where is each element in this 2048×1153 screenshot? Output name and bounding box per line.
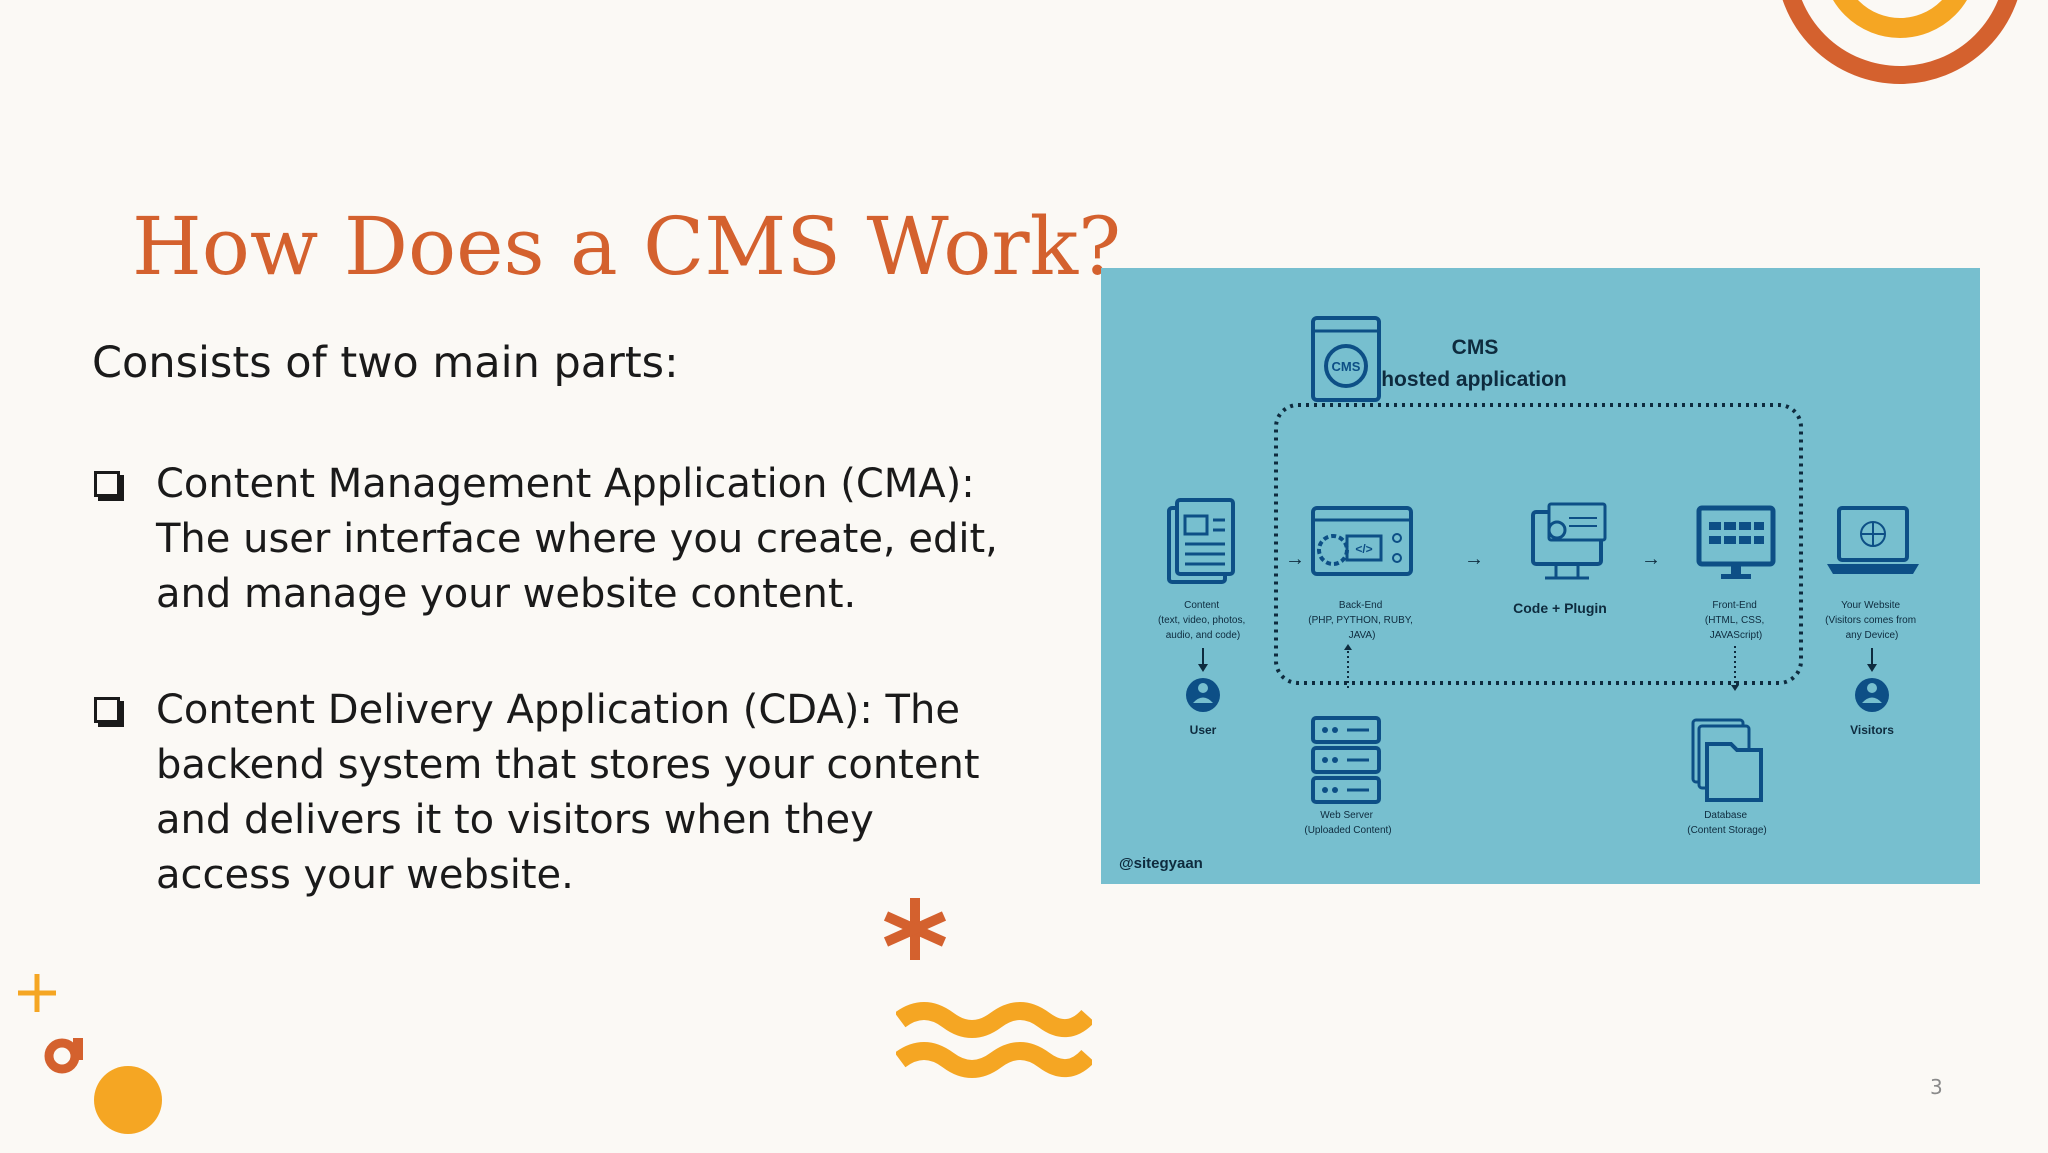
frontend-label-line: JAVAScript)	[1710, 630, 1762, 641]
checkbox-bullet-icon	[94, 471, 120, 497]
backend-label-line: Back-End	[1339, 600, 1382, 611]
user-icon	[1186, 678, 1220, 712]
cms-subtitle: hosted application	[1381, 368, 1567, 391]
credit-text: @sitegyaan	[1119, 855, 1203, 872]
wave-icon	[896, 1002, 1092, 1078]
ring-icon	[44, 1038, 83, 1074]
web-server-icon	[1311, 716, 1381, 804]
checkbox-bullet-icon	[94, 697, 120, 723]
arrow-right-icon: →	[1641, 548, 1661, 570]
user-label: User	[1190, 723, 1217, 737]
circle-icon	[94, 1066, 162, 1134]
asterisk-icon	[883, 898, 947, 960]
svg-text:Database (Content Stor: Database (Content Storage)	[1687, 810, 1767, 836]
content-document-icon	[1167, 498, 1235, 584]
arrow-right-icon: →	[1285, 548, 1305, 570]
cms-diagram: CMS CMS hosted application Content (text…	[1101, 268, 1980, 884]
code-glyph: </>	[1355, 542, 1372, 556]
visitors-icon	[1855, 678, 1889, 712]
svg-text:Front-End (HTML, CSS,: Front-End (HTML, CSS, JAVAScript)	[1705, 600, 1767, 641]
frontend-label-line: Front-End	[1712, 600, 1756, 611]
webserver-label-line: Web Server	[1320, 810, 1373, 821]
arrow-right-icon: →	[1464, 548, 1484, 570]
page-number: 3	[1930, 1075, 1943, 1099]
svg-text:Your Website (Visitors: Your Website (Visitors comes from any De…	[1825, 600, 1919, 641]
code-plugin-label: Code + Plugin	[1513, 600, 1607, 616]
cms-browser-icon: CMS	[1311, 316, 1381, 402]
frontend-label-line: (HTML, CSS,	[1705, 615, 1764, 626]
bullet-text: Content Delivery Application (CDA): The …	[156, 687, 980, 898]
backend-label-line: JAVA)	[1349, 630, 1376, 641]
svg-text:Web Server (Uploaded C: Web Server (Uploaded Content)	[1304, 810, 1391, 836]
backend-label-line: (PHP, PYTHON, RUBY,	[1308, 615, 1413, 626]
website-label-line: any Device)	[1846, 630, 1899, 641]
svg-text:Back-End (PHP, PYTHON,: Back-End (PHP, PYTHON, RUBY, JAVA)	[1308, 600, 1415, 641]
slide-title: How Does a CMS Work?	[132, 200, 1122, 293]
concentric-rings-icon	[1782, 0, 2018, 84]
visitors-label: Visitors	[1850, 723, 1894, 737]
website-label-line: Your Website	[1841, 600, 1900, 611]
svg-text:Content (text, video,: Content (text, video, photos, audio, and…	[1158, 600, 1248, 641]
backend-code-icon: </>	[1311, 506, 1413, 576]
plus-icon	[18, 974, 56, 1012]
database-label-line: Database	[1704, 810, 1747, 821]
bullet-text: Content Management Application (CMA): Th…	[156, 461, 998, 617]
webserver-label-line: (Uploaded Content)	[1304, 825, 1391, 836]
content-label-line: Content	[1184, 600, 1219, 611]
frontend-monitor-icon	[1696, 505, 1776, 579]
cms-badge-text: CMS	[1332, 359, 1361, 374]
website-laptop-icon	[1827, 506, 1919, 574]
database-label-line: (Content Storage)	[1687, 825, 1767, 836]
content-label-line: (text, video, photos,	[1158, 615, 1245, 626]
cms-title: CMS	[1452, 336, 1499, 359]
intro-text: Consists of two main parts:	[92, 338, 679, 388]
website-label-line: (Visitors comes from	[1825, 615, 1916, 626]
content-label-line: audio, and code)	[1166, 630, 1241, 641]
cms-boundary	[1274, 403, 1803, 685]
database-folder-icon	[1691, 718, 1763, 802]
code-plugin-icon	[1531, 502, 1607, 580]
